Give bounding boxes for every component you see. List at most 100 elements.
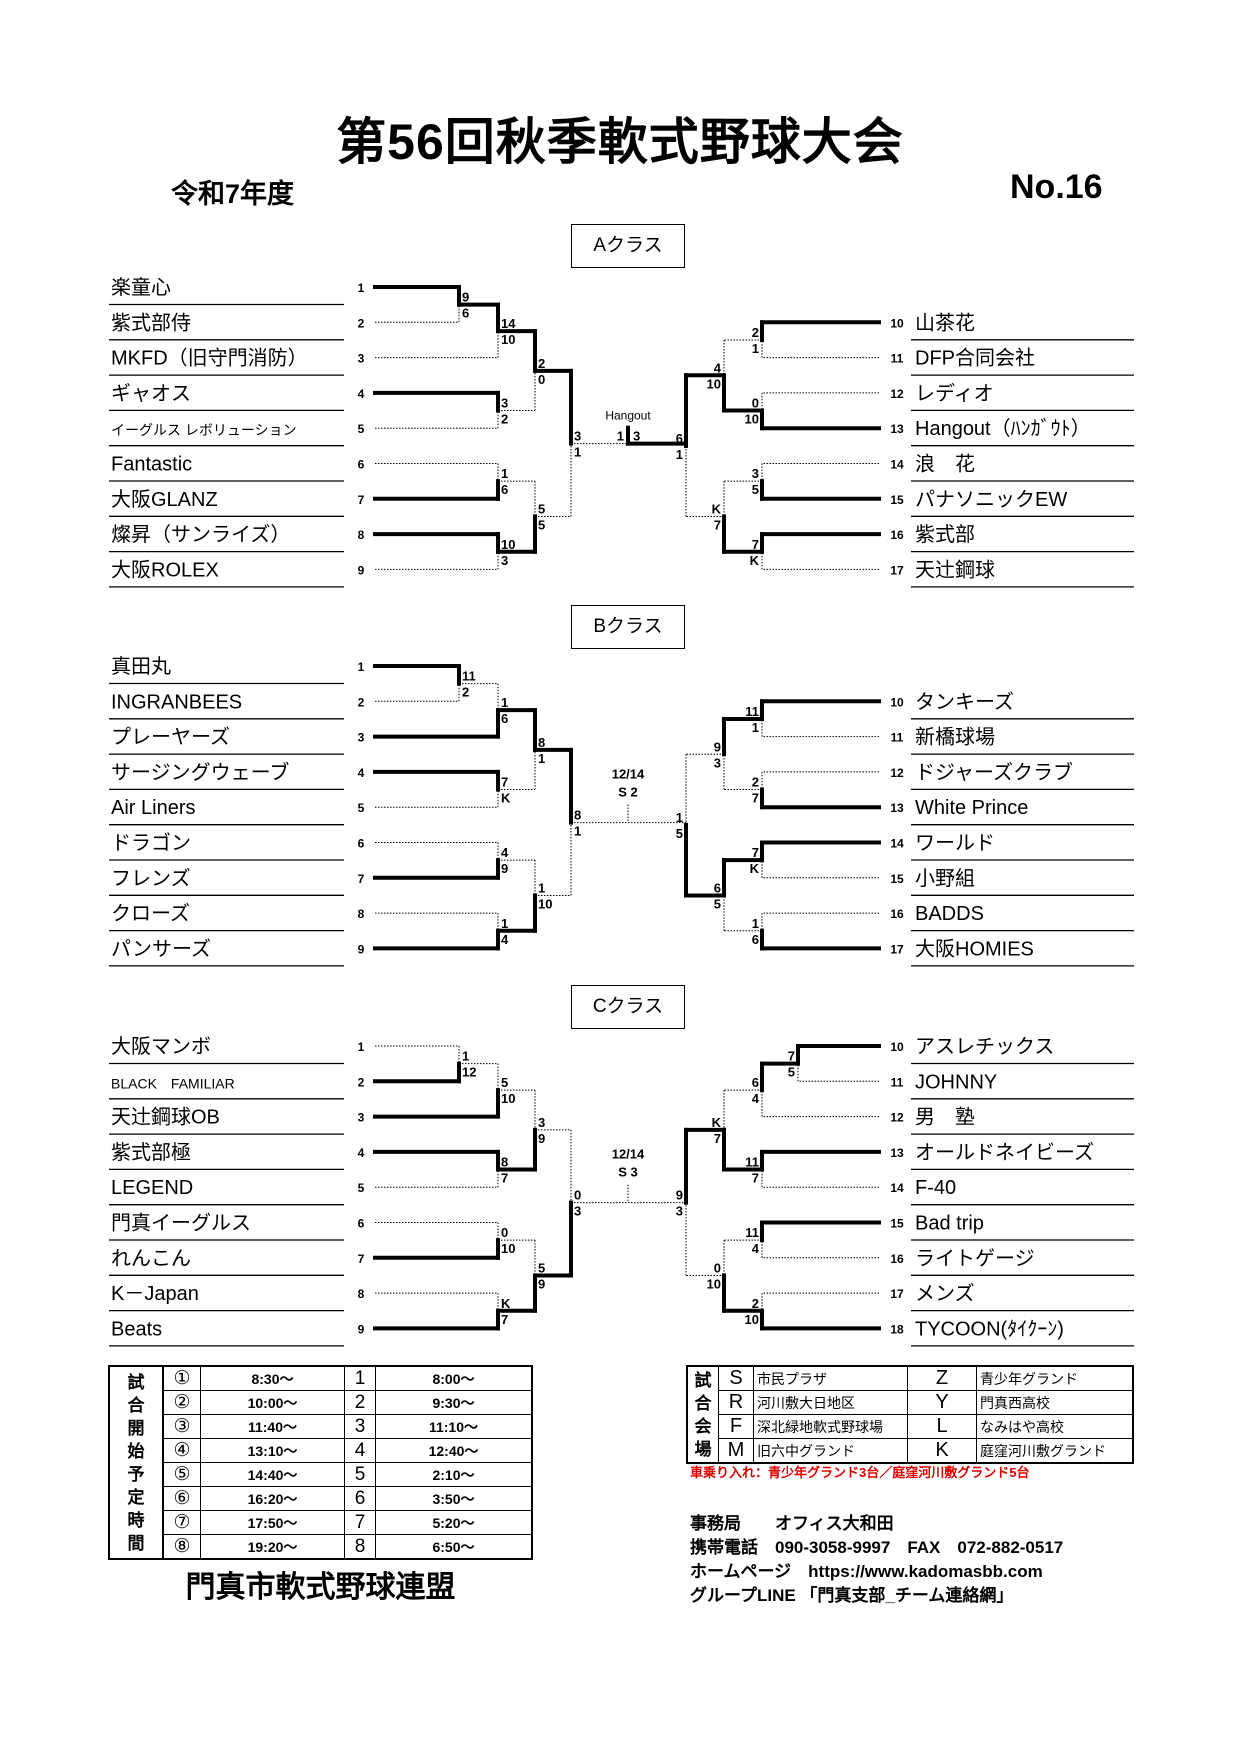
seed-number: 11 bbox=[891, 352, 904, 366]
team-name: 天辻鋼球OB bbox=[111, 1106, 220, 1129]
schedule-label: 試合開始予定時間 bbox=[108, 1365, 164, 1560]
score: 3 bbox=[501, 553, 508, 568]
team-name: 大阪マンボ bbox=[111, 1035, 211, 1058]
venue-code: R bbox=[718, 1390, 754, 1415]
team-name: 小野組 bbox=[915, 867, 975, 890]
score: 5 bbox=[714, 896, 721, 911]
team-name: 紫式部侍 bbox=[111, 311, 191, 334]
seed-number: 15 bbox=[890, 1217, 904, 1231]
team-name: アスレチックス bbox=[915, 1035, 1054, 1058]
start-time: 19:20～ bbox=[200, 1534, 345, 1560]
office-phone: 携帯電話 090-3058-9997 FAX 072-882-0517 bbox=[690, 1538, 1064, 1557]
seed-number: 11 bbox=[891, 1075, 904, 1089]
seed-number: 1 bbox=[358, 281, 365, 295]
score: 2 bbox=[538, 356, 545, 371]
start-time-alt: 2:10～ bbox=[375, 1462, 533, 1487]
score: 2 bbox=[752, 1296, 759, 1311]
score: 10 bbox=[745, 1312, 759, 1327]
seed-number: 17 bbox=[890, 563, 904, 577]
seed-number: 2 bbox=[358, 316, 365, 330]
score: 1 bbox=[752, 916, 759, 931]
final-date: 12/14 bbox=[612, 1147, 645, 1162]
team-name: ライトゲージ bbox=[915, 1247, 1035, 1270]
team-name: クローズ bbox=[111, 902, 190, 925]
seed-number: 14 bbox=[890, 837, 904, 851]
score: 3 bbox=[676, 1204, 683, 1219]
team-name: DFP合同会社 bbox=[915, 347, 1035, 370]
team-name: 天辻鋼球 bbox=[915, 558, 995, 581]
seed-number: 8 bbox=[358, 528, 365, 542]
score: 9 bbox=[538, 1276, 545, 1291]
seed-number: 16 bbox=[890, 528, 904, 542]
score: 1 bbox=[574, 445, 581, 460]
start-time: 11:40～ bbox=[200, 1414, 345, 1439]
round-mark: ① bbox=[162, 1365, 201, 1391]
seed-number: 8 bbox=[358, 1287, 365, 1301]
seed-number: 4 bbox=[358, 387, 365, 401]
venue-code: Z bbox=[907, 1365, 977, 1391]
seed-number: 6 bbox=[358, 837, 365, 851]
score: 10 bbox=[707, 1276, 721, 1291]
seed-number: 5 bbox=[358, 1181, 365, 1195]
score: 1 bbox=[574, 824, 581, 839]
seed-number: 16 bbox=[890, 1252, 904, 1266]
score: 0 bbox=[538, 372, 545, 387]
team-name: JOHNNY bbox=[915, 1071, 997, 1093]
seed-number: 7 bbox=[358, 1252, 365, 1266]
seed-number: 12 bbox=[890, 387, 904, 401]
round-number: 3 bbox=[344, 1414, 376, 1439]
team-name: 男 塾 bbox=[915, 1106, 975, 1129]
team-name: ギャオス bbox=[111, 382, 191, 405]
score: 11 bbox=[745, 704, 759, 719]
score: 9 bbox=[462, 290, 469, 305]
team-name: 大阪GLANZ bbox=[111, 488, 218, 511]
team-name: 新橋球場 bbox=[915, 726, 995, 749]
office-homepage[interactable]: ホームページ https://www.kadomasbb.com bbox=[690, 1562, 1043, 1581]
score: 7 bbox=[501, 775, 508, 790]
score: 9 bbox=[538, 1131, 545, 1146]
seed-number: 5 bbox=[358, 422, 365, 436]
seed-number: 11 bbox=[891, 731, 904, 745]
team-name: ドラゴン bbox=[111, 832, 191, 855]
score: 5 bbox=[538, 517, 545, 532]
score: 8 bbox=[538, 735, 545, 750]
start-time-alt: 8:00～ bbox=[375, 1365, 533, 1391]
venue-name: 旧六中グランド bbox=[753, 1438, 908, 1464]
seed-number: 6 bbox=[358, 458, 365, 472]
score: K bbox=[750, 861, 760, 876]
seed-number: 7 bbox=[358, 493, 365, 507]
round-number: 7 bbox=[344, 1510, 376, 1535]
seed-number: 17 bbox=[890, 1287, 904, 1301]
score: 4 bbox=[752, 1241, 760, 1256]
team-name: LEGEND bbox=[111, 1177, 193, 1199]
score: 5 bbox=[752, 482, 759, 497]
score: 2 bbox=[752, 775, 759, 790]
seed-number: 12 bbox=[890, 1111, 904, 1125]
score: 10 bbox=[501, 1241, 515, 1256]
team-name: K－Japan bbox=[111, 1283, 199, 1305]
score: 4 bbox=[501, 845, 509, 860]
round-number: 5 bbox=[344, 1462, 376, 1487]
score: 0 bbox=[574, 1188, 581, 1203]
seed-number: 9 bbox=[358, 942, 365, 956]
score: 12 bbox=[462, 1065, 476, 1080]
venue-name: 門真西高校 bbox=[976, 1390, 1134, 1415]
seed-number: 17 bbox=[890, 942, 904, 956]
seed-number: 14 bbox=[890, 1181, 904, 1195]
seed-number: 9 bbox=[358, 1322, 365, 1336]
score: 5 bbox=[676, 826, 683, 841]
venue-code: Y bbox=[907, 1390, 977, 1415]
seed-number: 13 bbox=[890, 801, 904, 815]
venue-label-text: 試合会場 bbox=[694, 1370, 712, 1459]
start-time-alt: 12:40～ bbox=[375, 1438, 533, 1463]
